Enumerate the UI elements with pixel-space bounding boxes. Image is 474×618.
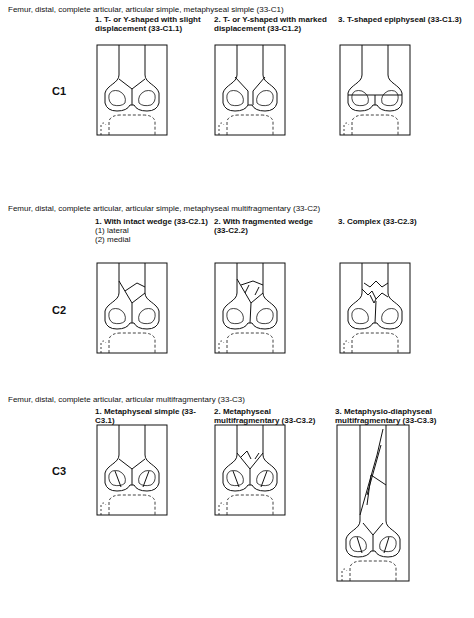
fracture-panel [337, 425, 409, 581]
fracture-panel [215, 425, 285, 515]
caption-text: (1) lateral [95, 226, 175, 235]
caption-text: Femur, distal, complete articular, artic… [8, 204, 468, 213]
caption-text: 3. Complex (33-C2.3) [338, 217, 458, 226]
caption-text: 2. T- or Y-shaped with marked displaceme… [214, 15, 334, 33]
group-label: C2 [52, 304, 82, 316]
caption-text: 1. With intact wedge (33-C2.1) [95, 217, 210, 226]
caption-text: 2. Metaphyseal multifragmentary (33-C3.2… [214, 407, 329, 425]
fracture-panel [97, 263, 167, 353]
caption-text: 3. T-shaped epiphyseal (33-C1.3) [338, 15, 463, 24]
fracture-panel [97, 45, 167, 135]
group-label: C3 [52, 465, 82, 477]
caption-text: Femur, distal, complete articular, artic… [8, 5, 468, 14]
caption-text: 3. Metaphysio-diaphyseal multifragmentar… [335, 407, 470, 425]
fracture-panel [340, 45, 410, 135]
caption-text: (2) medial [95, 235, 175, 244]
fracture-panel [340, 263, 410, 353]
caption-text: 2. With fragmented wedge (33-C2.2) [214, 217, 326, 235]
group-label: C1 [52, 85, 82, 97]
fracture-panel [97, 425, 167, 515]
caption-text: 1. Metaphyseal simple (33-C3.1) [95, 407, 210, 425]
fracture-panel [215, 263, 285, 353]
caption-text: Femur, distal, complete articular, artic… [8, 395, 468, 404]
fracture-panel [215, 45, 285, 135]
caption-text: 1. T- or Y-shaped with slight displaceme… [95, 15, 207, 33]
